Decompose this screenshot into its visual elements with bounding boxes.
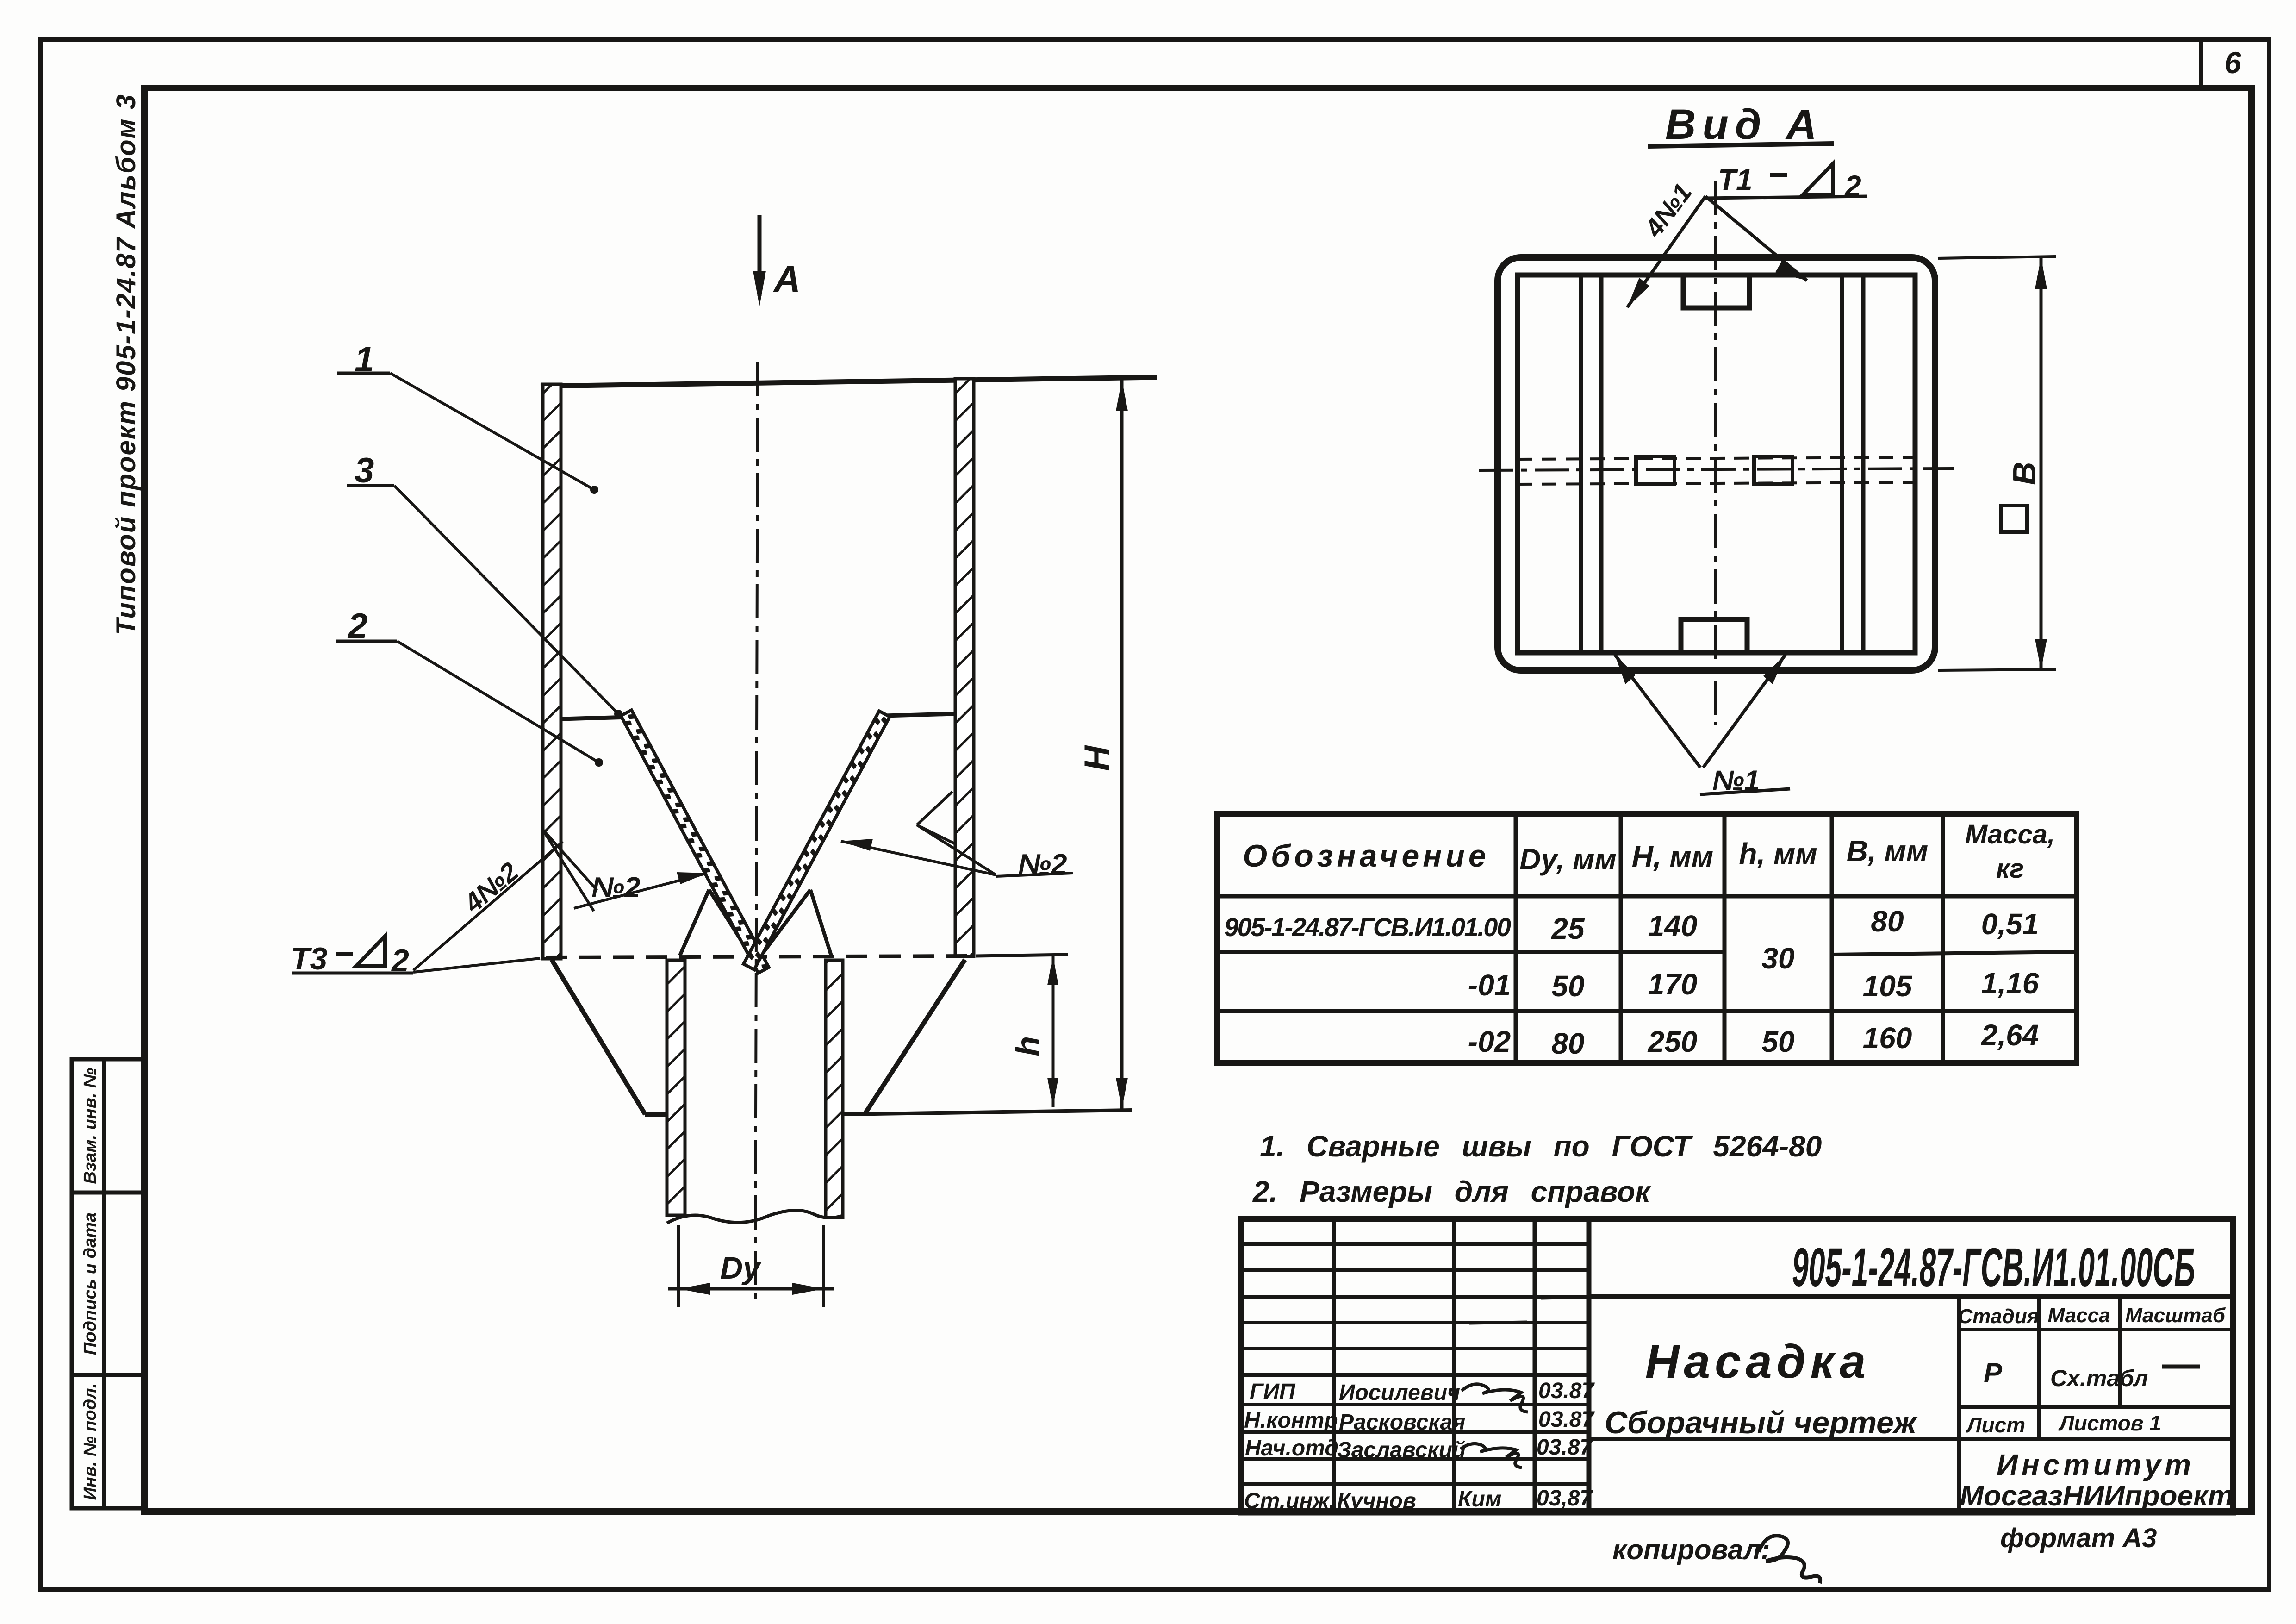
svg-text:6: 6 [2224,45,2242,80]
svg-text:кг: кг [1996,854,2024,884]
svg-text:Подпись и дата: Подпись и дата [81,1212,100,1355]
svg-text:2: 2 [347,606,367,646]
svg-text:105: 105 [1863,969,1913,1003]
svg-text:50: 50 [1551,969,1584,1003]
svg-text:Расковская: Расковская [1339,1410,1465,1435]
svg-text:Ким: Ким [1458,1487,1501,1512]
svg-text:Насадка: Насадка [1645,1335,1871,1388]
svg-text:Лист: Лист [1966,1413,2025,1437]
svg-text:Т1: Т1 [1718,163,1753,196]
svg-text:Сх.табл: Сх.табл [2050,1365,2148,1391]
svg-text:В, мм: В, мм [1847,834,1928,868]
svg-text:2,64: 2,64 [1981,1018,2039,1052]
svg-text:Нач.отд: Нач.отд [1245,1436,1338,1461]
svg-text:Масса: Масса [2047,1304,2110,1327]
svg-text:Т3: Т3 [291,941,328,976]
svg-text:Масса,: Масса, [1965,819,2055,849]
svg-text:Н: Н [1077,744,1117,771]
svg-text:h: h [1010,1036,1047,1056]
svg-text:160: 160 [1863,1021,1912,1055]
svg-text:03.87: 03.87 [1538,1379,1595,1403]
svg-text:Масштаб: Масштаб [2125,1304,2226,1327]
svg-text:Типовой проект 905-1-24.87 Аль: Типовой проект 905-1-24.87 Альбом 3 [111,94,141,635]
svg-text:Взам. инв. №: Взам. инв. № [81,1068,100,1184]
svg-text:Заславский: Заславский [1337,1438,1466,1462]
svg-text:Dy, мм: Dy, мм [1519,843,1617,876]
svg-text:Сборачный чертеж: Сборачный чертеж [1605,1405,1918,1440]
svg-text:Ст.инж.: Ст.инж. [1244,1489,1335,1513]
svg-text:А: А [773,258,801,300]
svg-text:Р: Р [1984,1357,2003,1388]
svg-text:Вид А: Вид А [1665,101,1823,148]
svg-text:2. Размеры для справок: 2. Размеры для справок [1252,1175,1652,1208]
svg-text:30: 30 [1761,942,1794,975]
svg-text:0,51: 0,51 [1981,907,2039,941]
svg-text:3: 3 [355,451,374,490]
svg-text:-02: -02 [1468,1025,1511,1058]
svg-text:№2: №2 [591,872,641,904]
svg-text:МосгазНИИпроект: МосгазНИИпроект [1960,1480,2234,1512]
svg-text:Листов 1: Листов 1 [2058,1411,2161,1435]
svg-text:905-1-24.87-ГСВ.И1.01.00СБ: 905-1-24.87-ГСВ.И1.01.00СБ [1792,1237,2195,1298]
svg-text:03,87: 03,87 [1537,1486,1593,1511]
svg-text:80: 80 [1551,1027,1584,1060]
svg-text:80: 80 [1871,905,1904,938]
svg-text:Н, мм: Н, мм [1632,840,1713,873]
svg-text:Институт: Институт [1997,1448,2195,1481]
svg-text:Инв. № подл.: Инв. № подл. [81,1383,100,1500]
svg-text:Стадия: Стадия [1958,1305,2039,1328]
svg-text:03.87: 03.87 [1537,1435,1593,1460]
svg-text:h, мм: h, мм [1739,837,1817,870]
svg-text:Н.контр: Н.контр [1244,1408,1338,1433]
svg-text:В: В [2006,462,2042,485]
svg-text:25: 25 [1551,912,1585,945]
svg-text:250: 250 [1648,1025,1698,1058]
svg-text:170: 170 [1648,968,1698,1001]
svg-text:формат А3: формат А3 [2000,1523,2157,1553]
svg-text:1. Сварные швы по ГОСТ 5264: 1. Сварные швы по ГОСТ 5264-80 [1260,1130,1822,1163]
svg-text:копировал:: копировал: [1612,1534,1770,1565]
svg-text:-01: -01 [1468,968,1511,1002]
svg-text:Dy: Dy [720,1250,762,1286]
svg-text:Иосилевич: Иосилевич [1339,1380,1460,1405]
svg-text:50: 50 [1761,1025,1794,1058]
svg-text:03.87: 03.87 [1538,1407,1595,1432]
svg-text:905-1-24.87-ГСВ.И1.01.00: 905-1-24.87-ГСВ.И1.01.00 [1224,912,1511,942]
svg-text:1,16: 1,16 [1981,967,2039,1000]
svg-text:Кучнов: Кучнов [1337,1489,1416,1513]
svg-text:Обозначение: Обозначение [1243,838,1489,874]
svg-text:140: 140 [1648,909,1698,943]
svg-text:ГИП: ГИП [1250,1380,1296,1404]
